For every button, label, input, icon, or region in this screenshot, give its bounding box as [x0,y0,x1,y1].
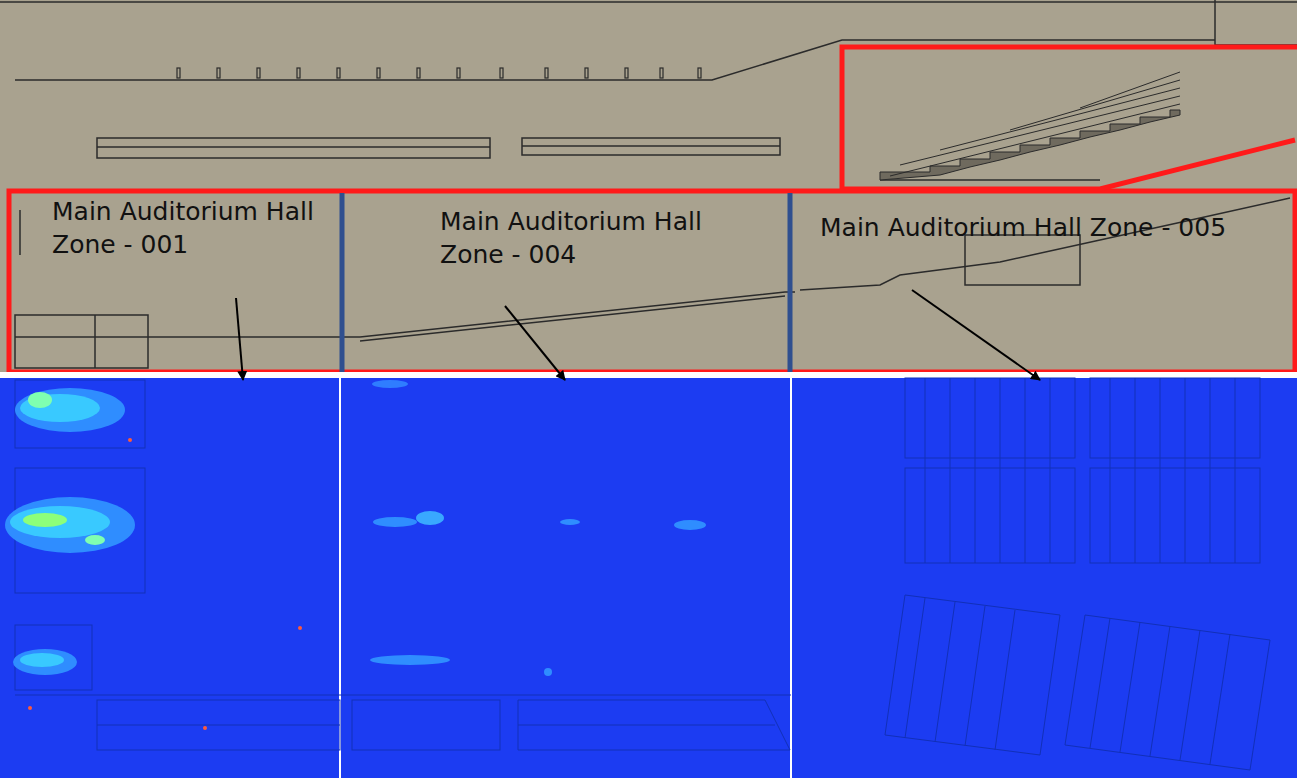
heat-spots [5,380,706,730]
zone-region: Main Auditorium Hall Zone - 004 [346,195,788,370]
section-ground [0,0,1297,378]
zone-label: Main Auditorium Hall Zone - 001 [52,195,317,261]
zone-outline [9,47,1297,372]
zone-label: Main Auditorium Hall Zone - 004 [440,205,715,271]
stair-seating [880,72,1180,180]
zone-region: Main Auditorium Hall Zone - 001 [12,195,340,370]
section-lines [0,0,1297,368]
zone-region: Main Auditorium Hall Zone - 005 [794,195,1294,370]
zone-divider [342,193,790,372]
heatmap-outlines [15,378,1270,770]
heatmap-gap [0,372,1297,378]
panel-divider [790,378,792,778]
zone-label: Main Auditorium Hall Zone - 005 [820,211,1240,244]
leader-arrow [236,290,1040,380]
tick-marks [177,68,701,78]
heatmap-ground [0,378,1297,778]
